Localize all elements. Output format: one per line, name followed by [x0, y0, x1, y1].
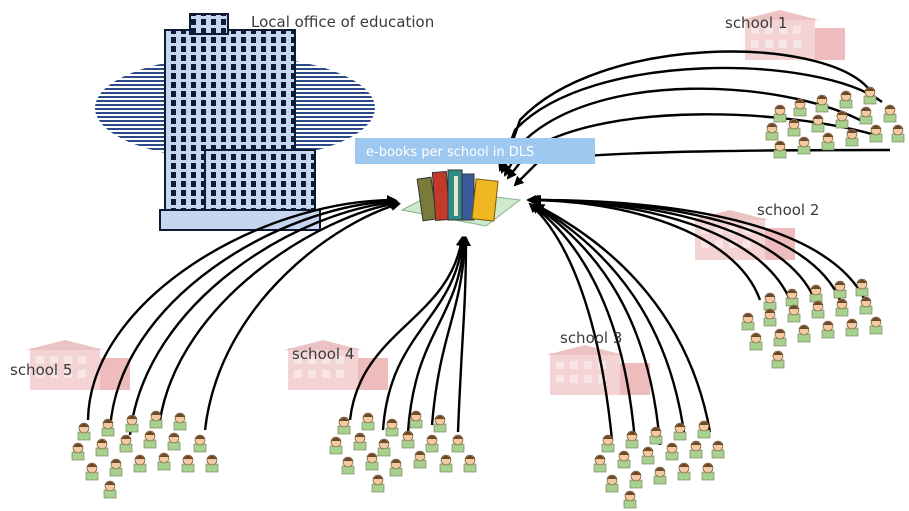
- office-building-icon: [95, 13, 375, 231]
- school-1-label: school 1: [725, 14, 787, 32]
- school-2-label: school 2: [757, 201, 819, 219]
- school-4-label: school 4: [292, 345, 354, 363]
- student-group-icon: [71, 410, 219, 499]
- banner: e-books per school in DLS: [355, 138, 595, 164]
- books-icon: [400, 169, 522, 227]
- banner-label: e-books per school in DLS: [366, 145, 534, 160]
- school-3-label: school 3: [560, 329, 622, 347]
- student-group-icon: [329, 410, 477, 493]
- office-label: Local office of education: [251, 13, 434, 31]
- student-group-icon: [593, 420, 725, 509]
- school-5-label: school 5: [10, 361, 72, 379]
- student-group-icon: [741, 278, 883, 369]
